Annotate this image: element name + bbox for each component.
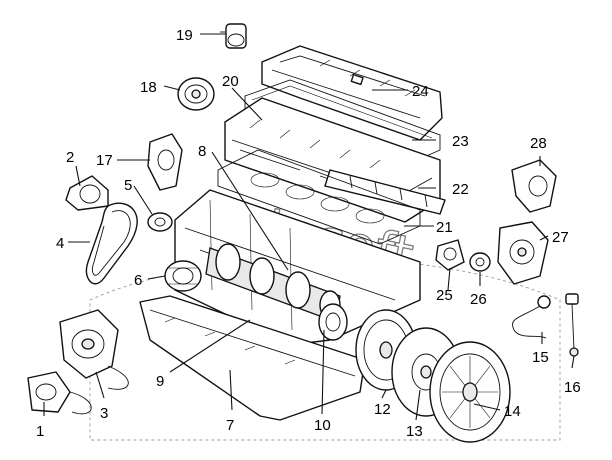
callout-28: 28: [530, 135, 547, 152]
crank-pulley: [164, 260, 202, 292]
callout-24: 24: [412, 83, 429, 100]
knock-sensor: [565, 293, 579, 357]
oil-pan: [139, 295, 366, 421]
pickup-tubes: [69, 365, 129, 415]
callout-27: 27: [552, 229, 569, 246]
callout-5: 5: [124, 177, 132, 194]
rear-seal: [318, 303, 348, 341]
valve-cover: [261, 45, 443, 141]
pressure-plate: [429, 341, 511, 443]
camshaft-gear: [177, 77, 215, 111]
callout-17: 17: [96, 152, 113, 169]
callout-21: 21: [436, 219, 453, 236]
timing-belt: [85, 202, 138, 285]
coolant-outlet: [511, 159, 557, 213]
temperature-sensor: [512, 295, 551, 339]
callouts: 1 2 3 4 5 6 7 8 9 10 12 13 14 15 16 17 1…: [36, 27, 581, 440]
callout-13: 13: [406, 423, 423, 440]
callout-4: 4: [56, 235, 64, 252]
thermostat-housing: [435, 239, 465, 271]
callout-7: 7: [226, 417, 234, 434]
oil-strainer: [27, 371, 71, 413]
oil-pump: [59, 309, 119, 379]
callout-8: 8: [198, 143, 206, 160]
callout-20: 20: [222, 73, 239, 90]
callout-1: 1: [36, 423, 44, 440]
callout-25: 25: [436, 287, 453, 304]
leader-lines: [43, 33, 575, 421]
callout-9: 9: [156, 373, 164, 390]
callout-15: 15: [532, 349, 549, 366]
tensioner-roller: [147, 212, 173, 232]
thermostat: [469, 252, 491, 272]
callout-19: 19: [176, 27, 193, 44]
callout-18: 18: [140, 79, 157, 96]
callout-23: 23: [452, 133, 469, 150]
intake-manifold: [324, 169, 446, 215]
water-pump: [497, 221, 549, 285]
timing-cover-top: [147, 133, 183, 191]
callout-10: 10: [314, 417, 331, 434]
callout-6: 6: [134, 272, 142, 289]
cam-sensor: [220, 23, 247, 49]
callout-14: 14: [504, 403, 521, 420]
callout-16: 16: [564, 379, 581, 396]
timing-cover-bracket: [65, 175, 109, 211]
callout-22: 22: [452, 181, 469, 198]
callout-3: 3: [100, 405, 108, 422]
callout-2: 2: [66, 149, 74, 166]
callout-12: 12: [374, 401, 391, 418]
callout-26: 26: [470, 291, 487, 308]
